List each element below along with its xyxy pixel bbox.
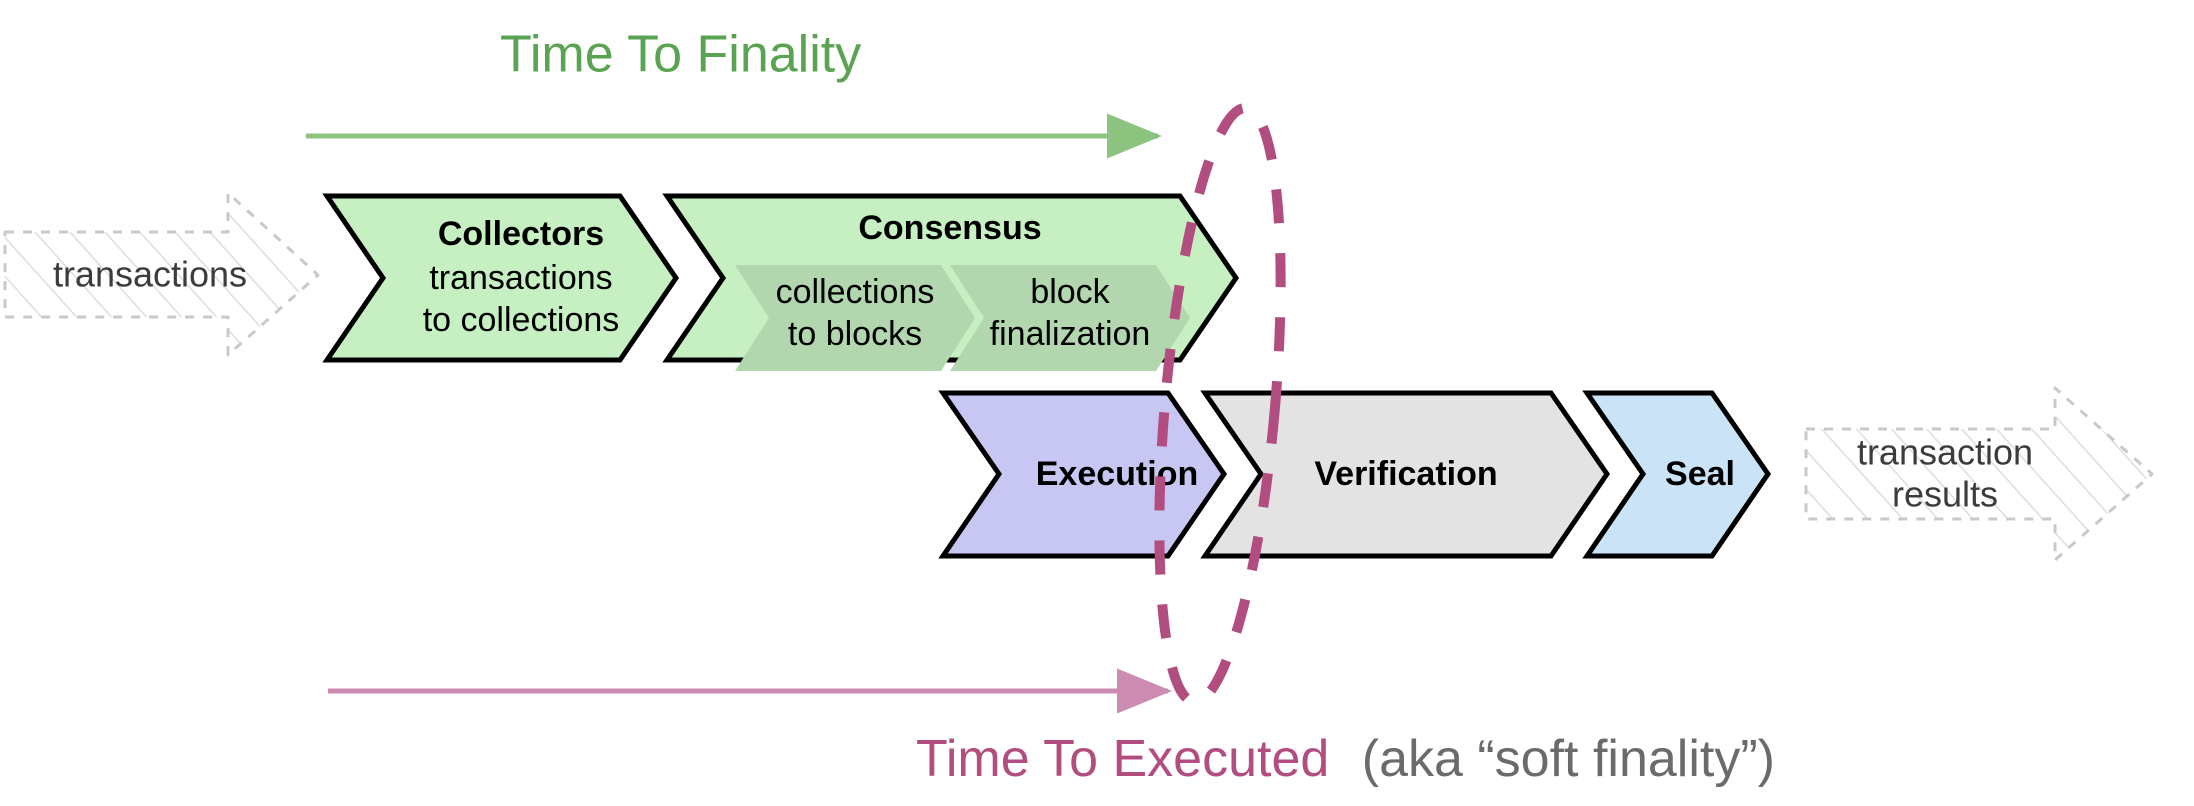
transactions-ghost: transactions	[3, 191, 320, 357]
verification-block[interactable]: Verification	[1200, 390, 1611, 559]
collections-to-blocks-line2: to blocks	[788, 315, 922, 353]
time-to-finality-title: Time To Finality	[500, 26, 861, 84]
collectors-shape	[322, 193, 680, 363]
consensus-step-block-finalization[interactable]: block finalization	[950, 265, 1190, 371]
collectors-title: Collectors	[438, 215, 604, 253]
seal-title: Seal	[1665, 455, 1735, 493]
seal-shape	[1582, 390, 1772, 559]
block-finalization-line1: block	[1030, 273, 1110, 311]
execution-block[interactable]: Execution	[938, 390, 1228, 559]
time-to-executed-accent: Time To Executed	[916, 730, 1329, 788]
finality-boundary-ellipse	[1154, 103, 1286, 707]
execution-title: Execution	[1036, 455, 1198, 493]
verification-shape	[1200, 390, 1611, 559]
transactions-ghost-label: transactions	[53, 254, 247, 295]
collectors-block[interactable]: Collectors transactions to collections	[322, 193, 680, 363]
consensus-step-collections-to-blocks[interactable]: collections to blocks	[735, 265, 975, 371]
consensus-title: Consensus	[858, 209, 1041, 247]
seal-block[interactable]: Seal	[1582, 390, 1772, 559]
execution-shape	[938, 390, 1228, 559]
transaction-results-ghost-arrow	[1804, 386, 2154, 562]
time-to-executed-muted: (aka “soft finality”)	[1362, 730, 1775, 788]
collections-to-blocks-line1: collections	[776, 273, 935, 311]
block-finalization-line2: finalization	[990, 315, 1151, 353]
verification-title: Verification	[1314, 455, 1497, 493]
transaction-results-ghost: transaction results	[1804, 386, 2154, 562]
collections-to-blocks-shape	[735, 265, 975, 371]
time-to-executed-title-group: Time To Executed (aka “soft finality”)	[916, 730, 1775, 788]
transactions-ghost-arrow	[3, 191, 320, 357]
collectors-subtitle-line1: transactions	[429, 259, 612, 297]
transaction-results-ghost-label-line1: transaction	[1857, 432, 2033, 473]
transaction-results-ghost-label-line2: results	[1892, 474, 1998, 515]
collectors-subtitle-line2: to collections	[423, 301, 620, 339]
consensus-block[interactable]: collections to blocks block finalization…	[662, 193, 1240, 371]
block-finalization-shape	[950, 265, 1190, 371]
